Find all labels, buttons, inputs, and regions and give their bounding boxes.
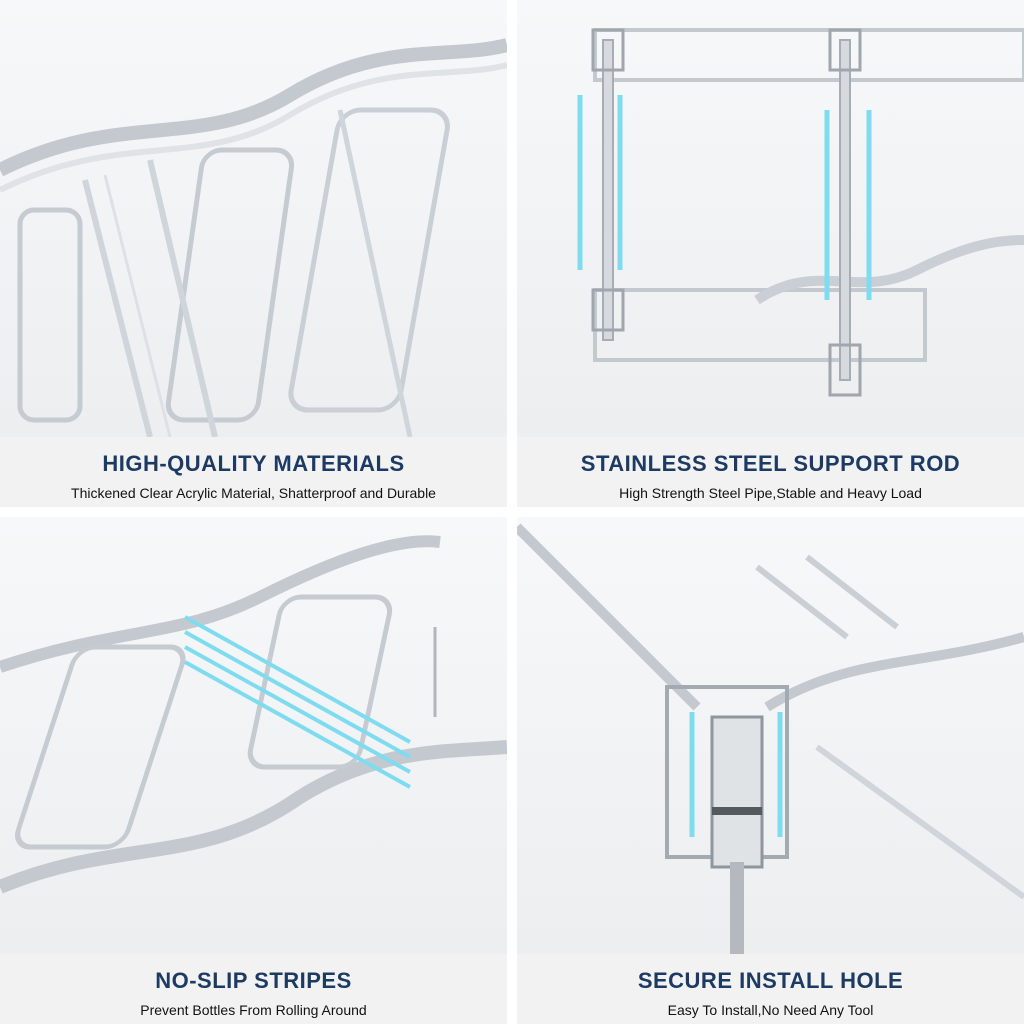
feature-panel-support-rod: STAINLESS STEEL SUPPORT ROD High Strengt… bbox=[517, 0, 1024, 507]
caption-bar: SECURE INSTALL HOLE Easy To Install,No N… bbox=[517, 954, 1024, 1024]
feature-panel-materials: HIGH-QUALITY MATERIALS Thickened Clear A… bbox=[0, 0, 507, 507]
feature-subtitle: High Strength Steel Pipe,Stable and Heav… bbox=[619, 485, 922, 501]
caption-bar: HIGH-QUALITY MATERIALS Thickened Clear A… bbox=[0, 437, 507, 507]
feature-subtitle: Prevent Bottles From Rolling Around bbox=[140, 1002, 367, 1018]
feature-title: NO-SLIP STRIPES bbox=[155, 968, 352, 993]
acrylic-shelf-illustration bbox=[0, 38, 507, 437]
feature-title: SECURE INSTALL HOLE bbox=[637, 968, 904, 993]
rack-frame-photo bbox=[517, 0, 1024, 437]
feature-title: HIGH-QUALITY MATERIALS bbox=[102, 451, 405, 476]
feature-subtitle: Easy To Install,No Need Any Tool bbox=[667, 1002, 874, 1018]
feature-title: STAINLESS STEEL SUPPORT ROD bbox=[580, 451, 961, 476]
feature-panel-install-hole: SECURE INSTALL HOLE Easy To Install,No N… bbox=[517, 517, 1024, 1024]
caption-bar: STAINLESS STEEL SUPPORT ROD High Strengt… bbox=[517, 437, 1024, 507]
install-hole-illustration bbox=[517, 523, 1024, 954]
caption-bar: NO-SLIP STRIPES Prevent Bottles From Rol… bbox=[0, 954, 507, 1024]
install-hole-photo bbox=[517, 517, 1024, 954]
steel-rod-rack-illustration bbox=[577, 28, 1024, 397]
feature-subtitle: Thickened Clear Acrylic Material, Shatte… bbox=[71, 485, 436, 501]
no-slip-stripes-illustration bbox=[0, 535, 507, 894]
feature-panel-no-slip: NO-SLIP STRIPES Prevent Bottles From Rol… bbox=[0, 517, 507, 1024]
stripes-closeup-photo bbox=[0, 517, 507, 954]
acrylic-closeup-photo bbox=[0, 0, 507, 437]
